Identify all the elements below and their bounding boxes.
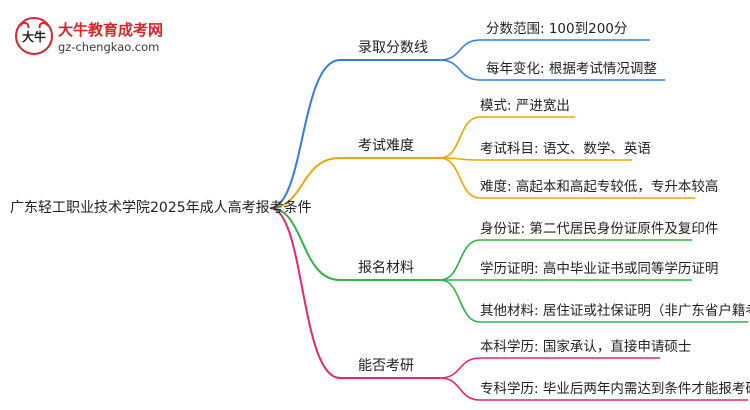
connector-branch-4-leaf-2 bbox=[439, 377, 748, 401]
branch-graduate-exam: 能否考研 bbox=[358, 358, 414, 374]
leaf-exam-subjects: 考试科目: 语文、数学、英语 bbox=[480, 141, 651, 157]
branch-exam-difficulty: 考试难度 bbox=[358, 138, 414, 154]
connector-root-branch-1 bbox=[269, 59, 440, 209]
logo-title: 大牛教育成考网 bbox=[58, 21, 164, 39]
connector-branch-1-leaf-1 bbox=[439, 39, 650, 61]
connector-branch-1-leaf-2 bbox=[439, 59, 665, 81]
connector-branch-2-leaf-3 bbox=[439, 157, 695, 199]
connector-branch-3-leaf-3 bbox=[439, 279, 748, 323]
logo-url: gz-chengkao.com bbox=[58, 40, 160, 54]
connector-branch-4-leaf-1 bbox=[439, 357, 660, 379]
bull-logo-icon bbox=[15, 17, 53, 55]
leaf-associate-degree: 专科学历: 毕业后两年内需达到条件才能报考研究生 bbox=[480, 381, 750, 397]
connector-branch-3-leaf-1 bbox=[439, 239, 692, 281]
leaf-bachelor-degree: 本科学历: 国家承认，直接申请硕士 bbox=[480, 339, 692, 355]
connector-branch-2-leaf-1 bbox=[439, 116, 575, 159]
logo-emblem-text: 大牛 bbox=[22, 30, 47, 44]
connector-branch-2-leaf-2 bbox=[439, 157, 632, 161]
leaf-difficulty-level: 难度: 高起本和高起专较低，专升本较高 bbox=[480, 179, 719, 195]
root-node: 广东轻工职业技术学院2025年成人高考报考条件 bbox=[10, 200, 312, 216]
branch-admission-score: 录取分数线 bbox=[358, 40, 428, 56]
connector-root-branch-4 bbox=[269, 207, 440, 379]
connector-root-branch-3 bbox=[269, 207, 440, 281]
branch-application-materials: 报名材料 bbox=[358, 260, 414, 276]
leaf-other-materials: 其他材料: 居住证或社保证明（非广东省户籍考生） bbox=[480, 303, 750, 319]
leaf-yearly-change: 每年变化: 根据考试情况调整 bbox=[486, 61, 657, 77]
leaf-exam-mode: 模式: 严进宽出 bbox=[480, 98, 570, 114]
leaf-education-certificate: 学历证明: 高中毕业证书或同等学历证明 bbox=[480, 261, 719, 277]
leaf-score-range: 分数范围: 100到200分 bbox=[486, 21, 628, 37]
connector-root-branch-2 bbox=[269, 157, 440, 209]
leaf-id-card: 身份证: 第二代居民身份证原件及复印件 bbox=[480, 221, 719, 237]
site-logo[interactable]: 大牛 大牛教育成考网 gz-chengkao.com bbox=[14, 16, 194, 56]
